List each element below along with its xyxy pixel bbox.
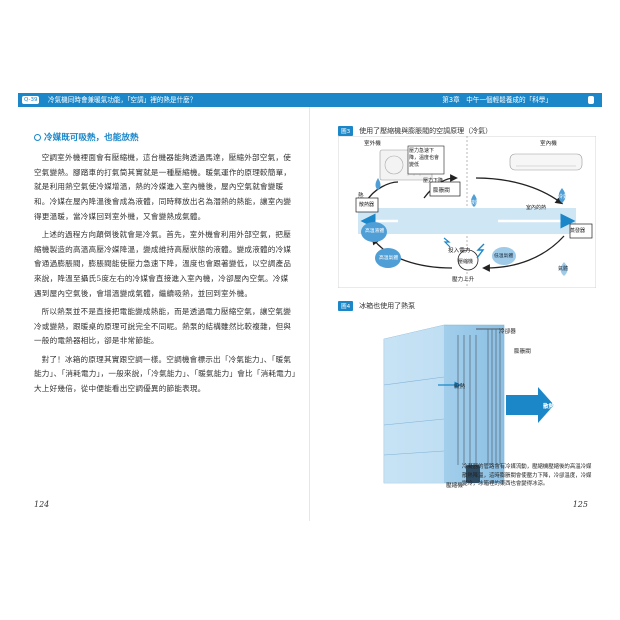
figure-4-caption: 冰箱也使用了熱泵 [359, 302, 416, 310]
hot-gas-blob [375, 248, 401, 268]
radiator-box [355, 197, 379, 213]
liquid-label: 液體 [470, 200, 481, 206]
coil-pipes [457, 335, 477, 465]
pressure-up-label: 壓力上升 [452, 277, 475, 283]
figure-4-badge: 圖4 [338, 301, 354, 311]
input-power-label: 投入電力 [448, 248, 471, 254]
section-tag: Q-39 [22, 96, 40, 104]
high-temp-liquid-blob [361, 222, 387, 242]
evaporator-label: 蒸發器 [570, 228, 586, 234]
figure-3-badge: 圖3 [338, 126, 354, 136]
cycle-arrow [475, 177, 564, 205]
expansion-valve-box [429, 181, 461, 197]
fridge-diagram [383, 324, 554, 484]
paragraph: 所以熱泵並不是直接把電能變成熱能，而是透過電力壓縮空氣，讓空氣變冷或變熱，跟暖桌… [34, 307, 292, 346]
paragraph: 對了！冰箱的原理其實跟空調一樣。空調機會標示出「冷氣能力」、「暖氣能力」、「消耗… [34, 354, 296, 394]
aircon-cycle-diagram [338, 136, 596, 288]
fridge-note: 冷凝器的管路會有冷媒流動，壓縮機壓縮後的高溫冷媒散熱降溫，這時膨脹閥會使壓力下降… [462, 464, 592, 488]
low-temp-gas-label: 低溫氣體 [494, 254, 514, 259]
heat-label: 熱 [358, 193, 364, 199]
indoor-heat-label: 室內的熱 [526, 205, 547, 211]
hot-gas-label: 高溫氣體 [379, 256, 399, 261]
bullet-circle-icon [34, 134, 41, 141]
callout-box [407, 145, 445, 175]
heat-release-arrow [506, 387, 554, 423]
chapter-tag [588, 96, 594, 104]
expansion-valve-label: 膨脹閥 [433, 188, 450, 194]
fridge-expansion-valve-label: 膨脹閥 [514, 349, 531, 355]
fridge-compressor-label: 壓縮機 [446, 483, 463, 489]
condenser-pipes [487, 329, 501, 465]
page-number-right: 125 [572, 500, 588, 509]
cold-air-label: 冷氣 [558, 194, 569, 200]
chapter-title: 第3章 中午一個輕鬆養成的「科學」 [442, 96, 552, 104]
gas-droplet-icon [560, 262, 568, 276]
section-heading-text: 冷媒既可吸熱，也能放熱 [44, 133, 139, 143]
body-text: 空調室外機裡面會有壓縮機，這台機器能夠透過馬達，壓縮外部空氣，使空氣變熱。腳踏車… [34, 151, 296, 400]
indoor-unit-label: 室內機 [540, 141, 557, 147]
lightning-icon [443, 237, 451, 248]
high-temp-liquid-label: 高溫液體 [365, 229, 385, 234]
condenser-label: 冷卻器 [499, 329, 516, 335]
pressure-callout: 壓力急速下降，溫度也會變低 [409, 148, 440, 168]
radiator-label: 散熱器 [359, 202, 375, 208]
compressor-circle [457, 249, 479, 271]
header-title: 冷氣機同時會兼暖氣功能，「空調」裡的熱是什麼？ [48, 96, 197, 104]
fridge-door [384, 325, 444, 483]
absorb-heat-label: 吸熱 [454, 384, 466, 390]
running-header: Q-39 冷氣機同時會兼暖氣功能，「空調」裡的熱是什麼？ 第3章 中午一個輕鬆養… [18, 93, 602, 107]
outdoor-unit-label: 室外機 [364, 141, 381, 147]
lightning-icon [476, 243, 485, 259]
pressure-down-label: 壓力下降 [423, 178, 444, 184]
page-number-left: 124 [34, 500, 50, 509]
cycle-arrow [482, 235, 565, 272]
low-temp-gas-blob [492, 247, 516, 265]
evaporator-box [569, 223, 593, 239]
figure-4-title: 圖4 冰箱也使用了熱泵 [338, 301, 415, 311]
page-gutter [309, 107, 310, 521]
cycle-arrow [371, 236, 453, 269]
gas-label: 氣體 [558, 266, 569, 272]
section-heading: 冷媒既可吸熱，也能放熱 [34, 131, 139, 143]
compressor-label: 壓縮機 [458, 259, 474, 265]
book-spread: Q-39 冷氣機同時會兼暖氣功能，「空調」裡的熱是什麼？ 第3章 中午一個輕鬆養… [18, 93, 602, 521]
heat-droplet-icon [375, 178, 381, 190]
release-heat-label: 散熱 [543, 404, 555, 410]
indoor-unit-icon [509, 153, 583, 171]
figure-3-title: 圖3 使用了壓縮機與膨脹閥的空調原理（冷氣） [338, 126, 492, 136]
figure-3-caption: 使用了壓縮機與膨脹閥的空調原理（冷氣） [359, 127, 493, 135]
compressor-icon [466, 465, 480, 483]
cold-air-droplet-icon [558, 188, 566, 203]
paragraph: 上述的過程方向顛倒後就會是冷氣。首先，室外機會利用外部空氣，把壓縮機製造的高溫高… [34, 230, 292, 298]
liquid-droplet-icon [471, 194, 477, 207]
paragraph: 空調室外機裡面會有壓縮機，這台機器能夠透過馬達，壓縮外部空氣，使空氣變熱。腳踏車… [34, 153, 292, 221]
